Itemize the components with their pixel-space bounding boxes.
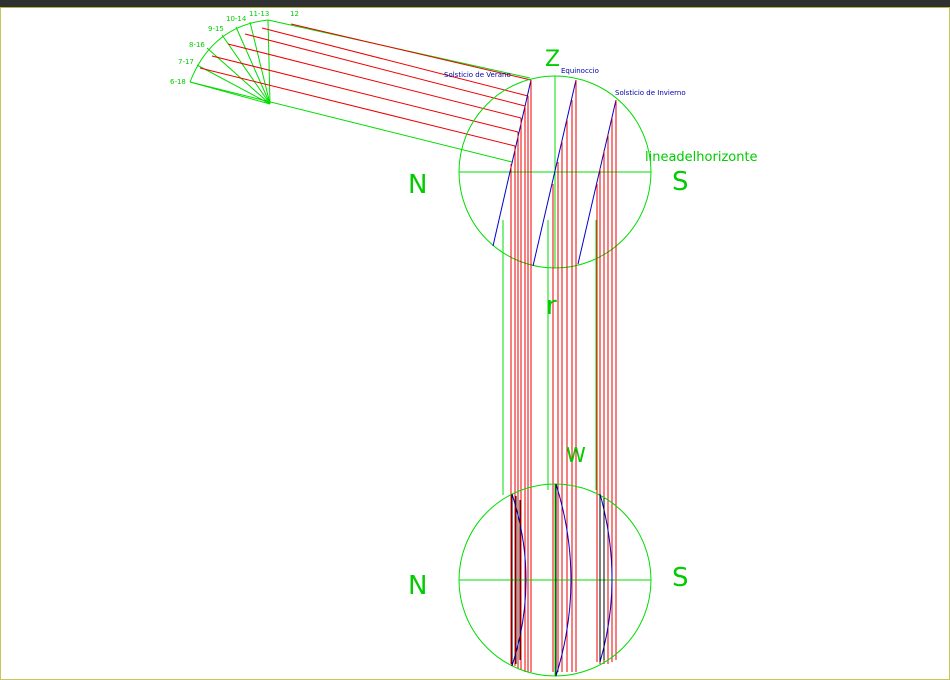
- ray-9-15: [227, 43, 522, 119]
- upper-north-label: N: [408, 170, 427, 200]
- w-label: W: [566, 443, 586, 467]
- hour-angle-fan: [189, 19, 531, 163]
- fan-ray-7-17: [196, 64, 271, 105]
- upper-meridian-view: Z N S lineadelhorizonte Solsticio de Ver…: [408, 47, 758, 269]
- fan-edge-bottom: [189, 81, 513, 163]
- ray-11-13: [261, 27, 529, 97]
- upper-south-label: S: [672, 167, 689, 197]
- hour-label-7-17: 7-17: [178, 58, 194, 66]
- winter-sun-path: [577, 99, 617, 265]
- fan-arc: [189, 19, 269, 83]
- fan-ray-11-13: [249, 21, 271, 105]
- fan-projection-rays: [199, 23, 532, 147]
- ray-12: [290, 23, 532, 81]
- zenith-label: Z: [545, 47, 560, 72]
- equinox-sun-path: [532, 79, 577, 267]
- ray-10-14: [244, 33, 526, 107]
- ray-7-17: [199, 67, 516, 147]
- hour-label-9-15: 9-15: [208, 25, 224, 33]
- lower-south-label: S: [672, 563, 689, 593]
- lower-plan-view: N S: [408, 483, 689, 677]
- fan-ray-10-14: [235, 26, 271, 105]
- fan-ray-9-15: [221, 34, 271, 105]
- equinox-label: Equinoccio: [561, 67, 599, 75]
- summer-solstice-label: Solsticio de Verano: [444, 71, 511, 79]
- fan-ray-12: [267, 19, 271, 105]
- summer-plan-path: [511, 493, 527, 667]
- horizon-line-label: lineadelhorizonte: [645, 150, 758, 165]
- window-top-bar: [0, 0, 950, 7]
- r-label: r: [546, 291, 557, 321]
- equinox-plan-path: [555, 483, 572, 677]
- hour-label-10-14: 10-14: [226, 15, 247, 23]
- hour-label-6-18: 6-18: [170, 78, 186, 86]
- ray-8-16: [211, 55, 519, 133]
- hour-label-8-16: 8-16: [189, 41, 205, 49]
- fan-ray-6-18: [189, 81, 271, 105]
- winter-solstice-label: Solsticio de Invierno: [615, 89, 686, 97]
- hour-labels: 6-18 7-17 8-16 9-15 10-14 11-13 12: [170, 10, 299, 86]
- winter-plan-path: [599, 493, 613, 663]
- hour-label-12: 12: [290, 10, 299, 18]
- lower-north-label: N: [408, 571, 427, 601]
- hour-label-11-13: 11-13: [249, 10, 269, 18]
